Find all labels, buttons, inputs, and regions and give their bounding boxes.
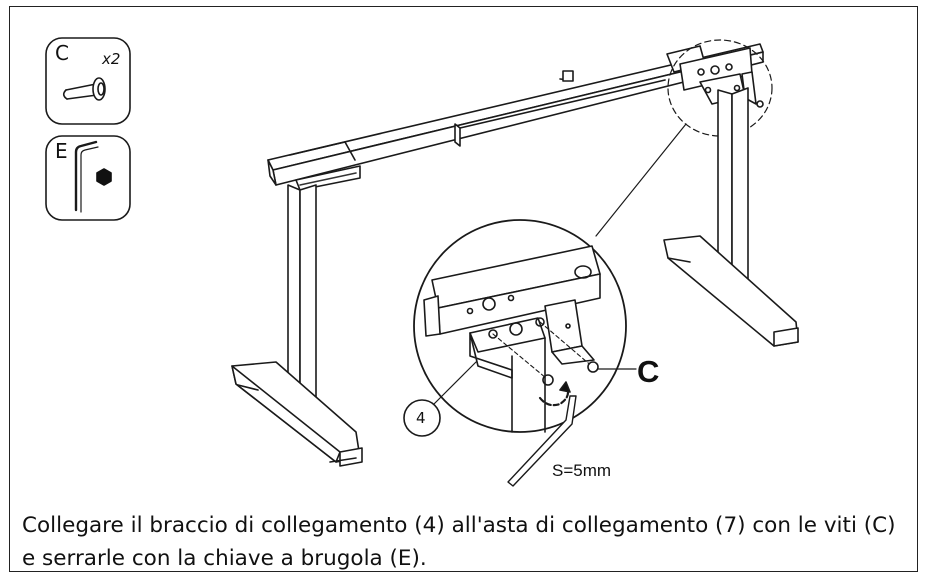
tool-size-label: S=5mm <box>552 461 612 480</box>
assembly-illustration <box>45 37 799 487</box>
callout-4-marker <box>403 361 477 437</box>
part-c-box <box>45 37 131 125</box>
screw-callout-label: C <box>637 354 660 389</box>
instruction-text: Collegare il braccio di collegamento (4)… <box>22 513 896 571</box>
part-c-letter: C <box>55 41 69 65</box>
zoom-detail <box>413 219 637 433</box>
screw-icon <box>62 77 106 101</box>
part-e-letter: E <box>55 139 68 163</box>
desk-frame <box>231 39 799 467</box>
part-e-box <box>45 135 131 221</box>
part-c-quantity: x2 <box>102 50 121 68</box>
allen-key <box>507 395 577 487</box>
hex-key-icon <box>74 140 112 213</box>
bracket-callout-number: 4 <box>416 409 426 427</box>
